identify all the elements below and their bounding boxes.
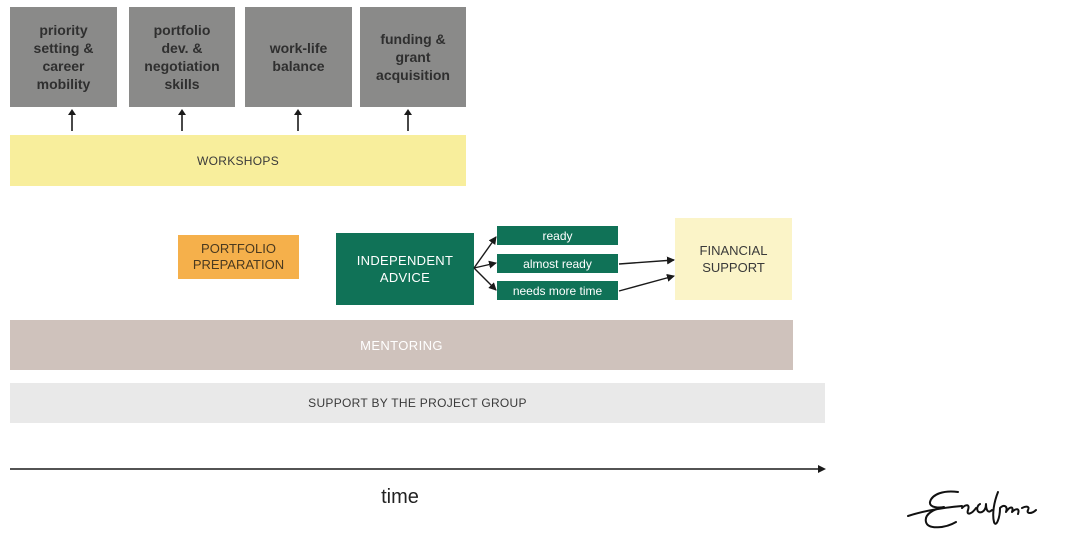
time-axis-label: time: [381, 485, 419, 508]
workshops-label: WORKSHOPS: [196, 153, 280, 168]
portfolio-label-line1: PORTFOLIO: [201, 241, 276, 256]
advice-to-almost-ready-arrow: [473, 260, 497, 269]
up-arrow-icon: [404, 109, 412, 131]
advice-to-needs-more-time-arrow: [473, 267, 497, 291]
mentoring-bar: MENTORING: [10, 320, 793, 370]
needs-more-time-to-financial-arrow: [618, 273, 675, 292]
topic-line: dev. &: [161, 40, 203, 56]
advice-to-ready-arrow: [473, 236, 497, 269]
topic-line: balance: [272, 58, 325, 74]
support-label: SUPPORT BY THE PROJECT GROUP: [308, 396, 527, 410]
financial-label-line2: SUPPORT: [702, 260, 765, 275]
portfolio-preparation-box: PORTFOLIO PREPARATION: [178, 235, 299, 279]
up-arrow-icon: [294, 109, 302, 131]
topic-line: funding &: [380, 31, 446, 47]
outcome-label: ready: [542, 228, 573, 243]
independent-label-line1: INDEPENDENT: [356, 253, 454, 268]
topic-line: career: [42, 58, 85, 74]
portfolio-label-line2: PREPARATION: [192, 257, 285, 272]
topic-line: acquisition: [376, 67, 450, 83]
topic-priority-setting: priority setting & career mobility: [10, 7, 117, 107]
topic-line: work-life: [269, 40, 328, 56]
project-group-support-bar: SUPPORT BY THE PROJECT GROUP: [10, 383, 825, 423]
topic-line: priority: [39, 22, 88, 38]
topic-line: setting &: [33, 40, 94, 56]
outcome-label: needs more time: [512, 283, 603, 298]
outcome-almost-ready: almost ready: [497, 254, 618, 273]
independent-advice-box: INDEPENDENT ADVICE: [336, 233, 474, 305]
financial-support-box: FINANCIAL SUPPORT: [675, 218, 792, 300]
financial-label-line1: FINANCIAL: [699, 243, 768, 258]
topic-portfolio-development: portfolio dev. & negotiation skills: [129, 7, 235, 107]
outcome-needs-more-time: needs more time: [497, 281, 618, 300]
independent-label-line2: ADVICE: [379, 270, 431, 285]
up-arrow-icon: [178, 109, 186, 131]
topic-line: portfolio: [153, 22, 211, 38]
topic-line: skills: [164, 76, 200, 92]
workshops-bar: WORKSHOPS: [10, 135, 466, 186]
topic-funding-grant: funding & grant acquisition: [360, 7, 466, 107]
outcome-label: almost ready: [523, 256, 592, 271]
topic-work-life-balance: work-life balance: [245, 7, 352, 107]
mentoring-label: MENTORING: [360, 337, 443, 353]
outcome-ready: ready: [497, 226, 618, 245]
almost-ready-to-financial-arrow: [618, 256, 675, 265]
topic-line: grant: [395, 49, 431, 65]
topic-line: negotiation: [144, 58, 220, 74]
up-arrow-icon: [68, 109, 76, 131]
timeline-arrow: [10, 465, 826, 473]
topic-line: mobility: [36, 76, 91, 92]
erasmus-logo: [900, 478, 1050, 534]
